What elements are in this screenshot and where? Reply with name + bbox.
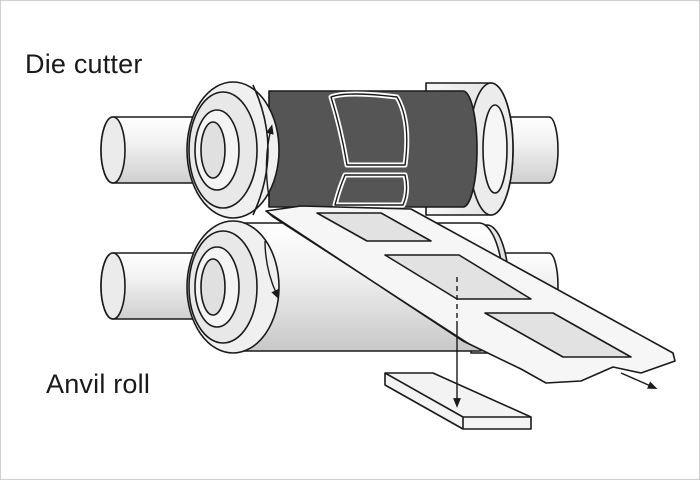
rotation-arrow-up-icon	[265, 124, 274, 198]
die-cutter-label: Die cutter	[25, 49, 143, 79]
die-body	[268, 90, 478, 208]
die-cutter-roll	[100, 81, 559, 219]
feed-direction-arrow-icon	[620, 372, 658, 389]
die-right-shaft	[505, 116, 559, 184]
rotation-arrow-down-icon	[264, 240, 280, 300]
cut-window-1	[316, 212, 432, 242]
ejected-piece	[384, 372, 532, 430]
cut-window-3	[484, 312, 632, 358]
cut-window-2	[384, 254, 532, 300]
material-strip	[265, 205, 676, 384]
anvil-roll-label: Anvil roll	[46, 369, 151, 399]
